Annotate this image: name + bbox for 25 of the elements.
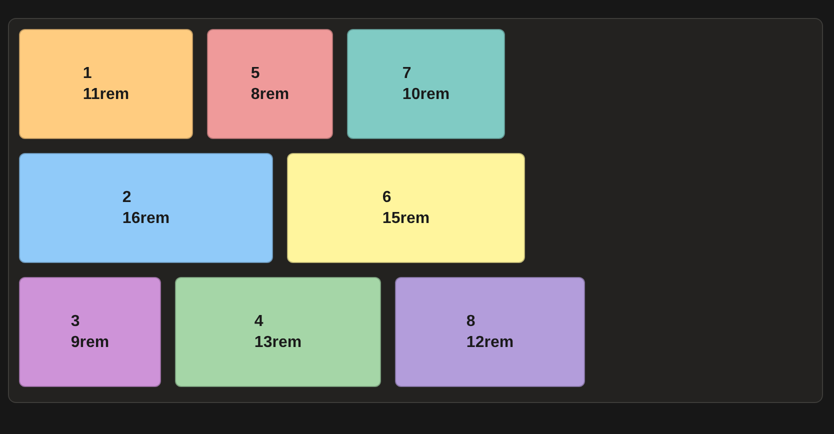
layout-card (19, 29, 193, 139)
layout-card (19, 277, 161, 387)
layout-card (19, 153, 273, 263)
item-number: 2 (122, 188, 132, 208)
item-number: 8 (466, 312, 476, 332)
width-label: 8rem (250, 85, 290, 105)
item-number: 7 (402, 64, 412, 84)
width-label: 13rem (254, 333, 302, 353)
item-number: 3 (70, 312, 81, 332)
layout-card (207, 29, 333, 139)
item-number: 1 (82, 64, 93, 84)
layout-card (347, 29, 505, 139)
container-panel (8, 18, 823, 403)
item-number: 4 (254, 312, 264, 332)
width-label: 11rem (82, 85, 130, 105)
width-label: 10rem (402, 85, 450, 105)
layout-card (395, 277, 585, 387)
item-number: 5 (250, 64, 261, 84)
width-label: 12rem (466, 333, 514, 353)
layout-card (287, 153, 525, 263)
width-label: 15rem (382, 209, 430, 229)
width-label: 16rem (122, 209, 170, 229)
width-label: 9rem (70, 333, 110, 353)
layout-card (175, 277, 381, 387)
item-number: 6 (382, 188, 392, 208)
